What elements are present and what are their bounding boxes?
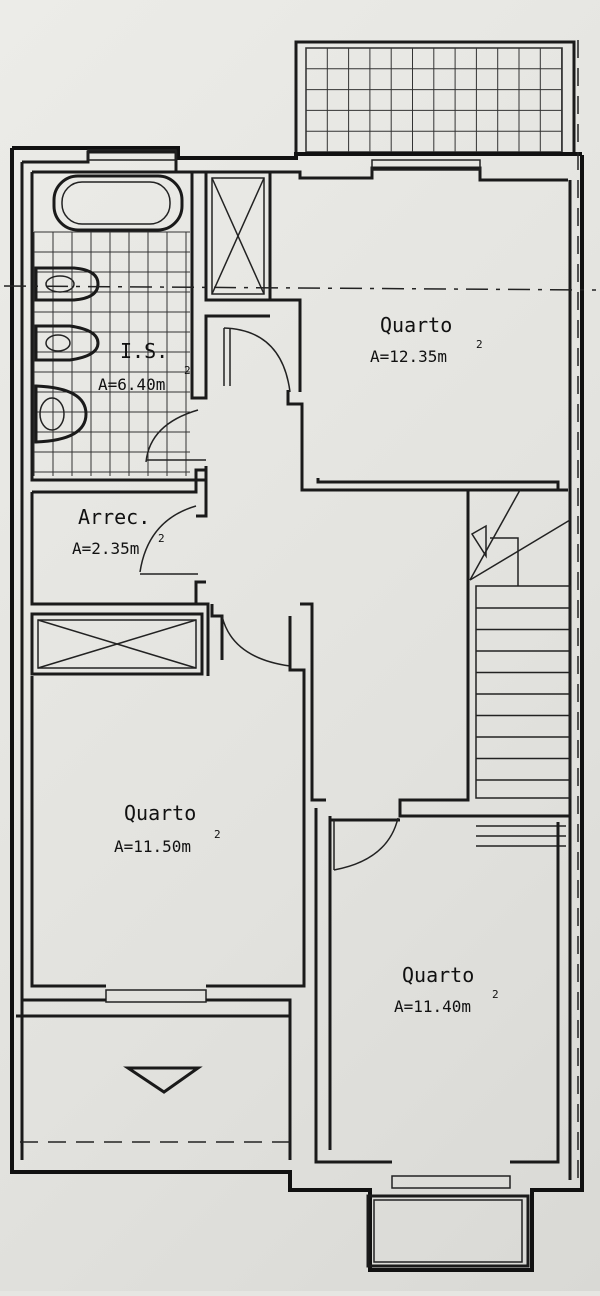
wardrobe-top [204, 170, 272, 302]
room-labels: I.S. A=6.40m 2 Arrec. A=2.35m 2 Quarto A… [72, 313, 499, 1016]
bath-area: A=6.40m [98, 375, 165, 394]
exterior-walls [10, 146, 584, 1272]
section-line [3, 285, 597, 291]
bedroom-top-walls [223, 178, 568, 492]
storage-area-exp: 2 [158, 532, 165, 545]
bedroom-right-area-exp: 2 [492, 988, 499, 1001]
storage-room [30, 468, 208, 606]
bath-area-exp: 2 [184, 364, 191, 377]
bedroom-left-area: A=11.50m [114, 837, 191, 856]
storage-area: A=2.35m [72, 539, 139, 558]
bedroom-right-name: Quarto [402, 963, 474, 987]
bedroom-left-area-exp: 2 [214, 828, 221, 841]
bath-name: I.S. [120, 339, 168, 363]
balcony-bottom [16, 1014, 530, 1268]
bedroom-right-area: A=11.40m [394, 997, 471, 1016]
left-bedroom-walls [22, 602, 326, 1160]
bathroom [30, 170, 270, 482]
top-terrace [294, 40, 576, 156]
bedroom-top-area-exp: 2 [476, 338, 483, 351]
storage-name: Arrec. [78, 505, 150, 529]
staircase [398, 489, 571, 847]
bedroom-left-name: Quarto [124, 801, 196, 825]
bedroom-top-name: Quarto [380, 313, 452, 337]
wardrobe-middle [30, 602, 291, 676]
right-bedroom-walls [314, 808, 560, 1164]
bedroom-top-area: A=12.35m [370, 347, 447, 366]
windows [87, 149, 511, 1189]
